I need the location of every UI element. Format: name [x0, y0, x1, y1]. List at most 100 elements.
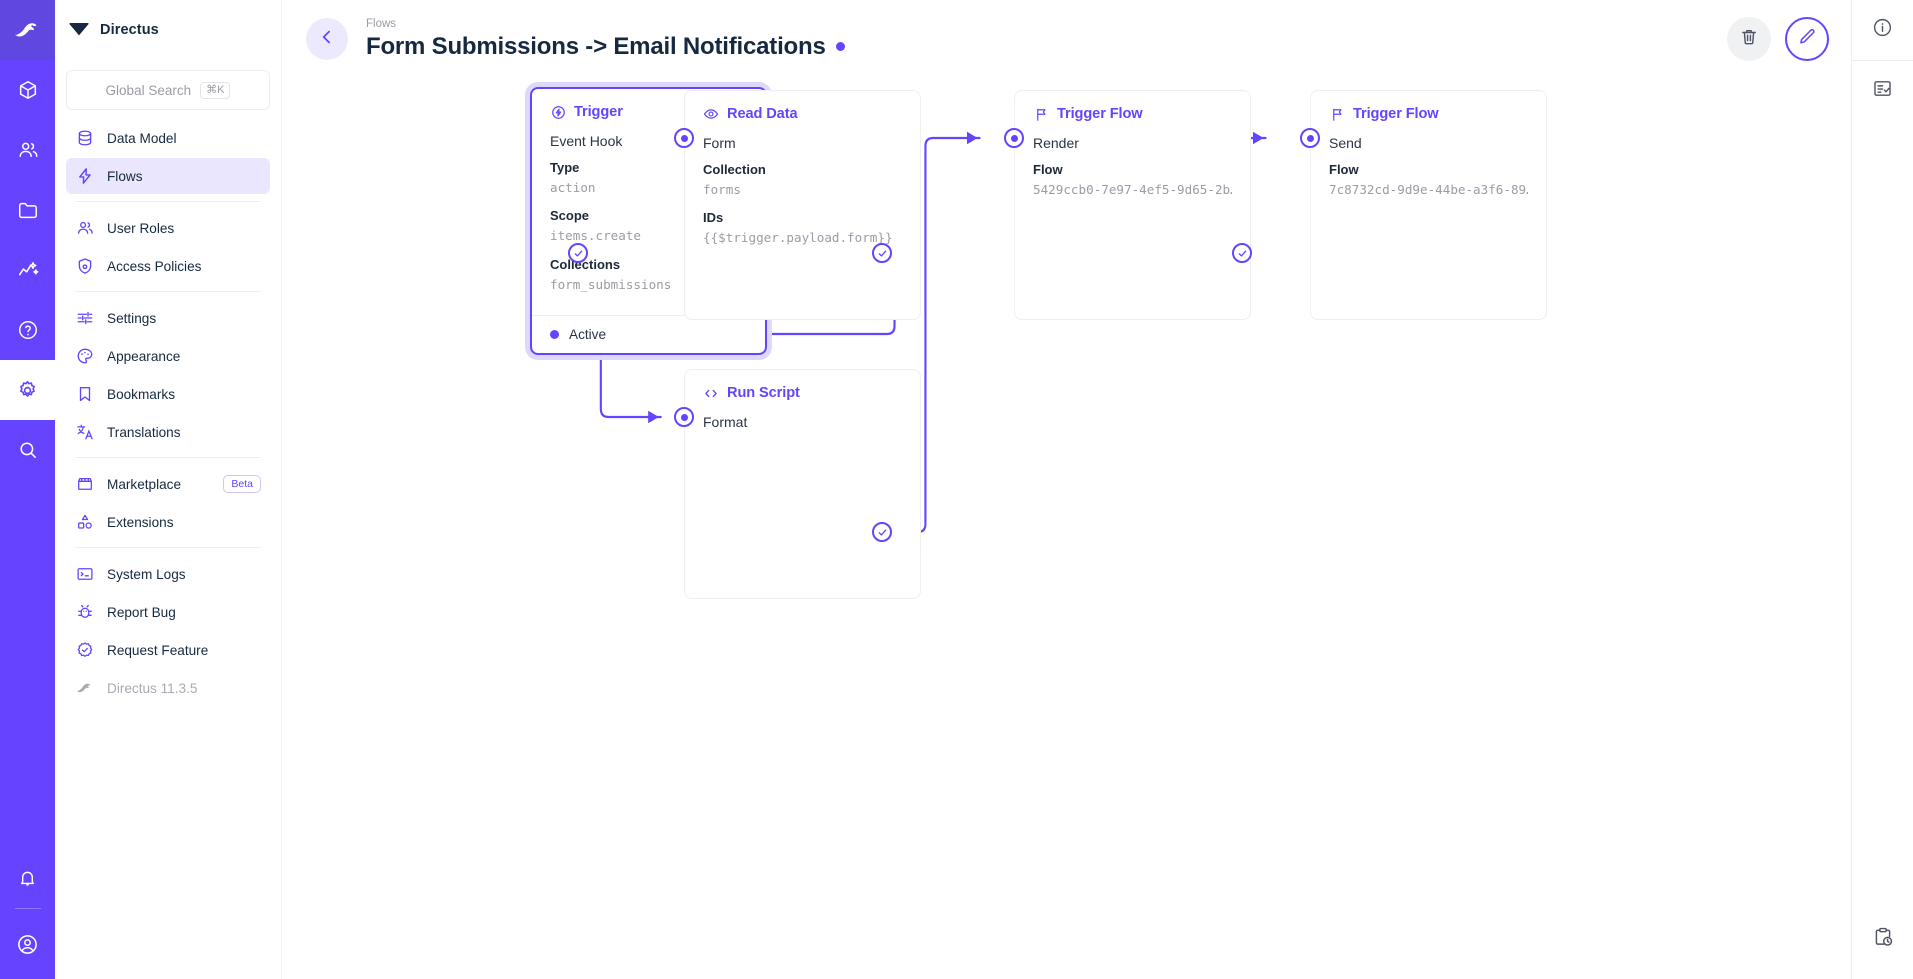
flow-node-read-data[interactable]: Read Data Form Collection forms IDs {{$t… — [684, 90, 921, 320]
sidebar-item-settings[interactable]: Settings — [66, 300, 270, 336]
node-body: Render Flow 5429ccb0-7e97-4ef5-9d65-2b… — [1015, 127, 1250, 210]
node-input-port-trigger-flow-send[interactable] — [1300, 128, 1320, 148]
flow-node-trigger-flow-send[interactable]: Trigger Flow Send Flow 7c8732cd-9d9e-44b… — [1310, 90, 1547, 320]
node-name: Event Hook — [550, 133, 623, 149]
sidebar-list: Data Model Flows User Roles Acc — [55, 116, 281, 708]
clipboard-clock-icon — [1872, 926, 1894, 953]
field-key: Type — [550, 160, 580, 175]
sidebar-divider — [75, 291, 261, 292]
sidebar-item-version: Directus 11.3.5 — [66, 670, 270, 706]
directus-rabbit-icon — [75, 679, 94, 698]
global-search-wrap: Global Search ⌘K — [55, 60, 281, 116]
sidebar-item-label: Access Policies — [107, 258, 202, 274]
flow-history-button[interactable] — [1852, 899, 1913, 979]
flow-node-trigger-flow-render[interactable]: Trigger Flow Render Flow 5429ccb0-7e97-4… — [1014, 90, 1251, 320]
content-cube-icon[interactable] — [0, 60, 55, 120]
storefront-icon — [75, 475, 94, 494]
sidebar-item-label: Data Model — [107, 130, 177, 146]
field-value: items.create — [550, 228, 641, 244]
node-header: Run Script — [685, 370, 920, 406]
node-input-port-read-data[interactable] — [674, 128, 694, 148]
info-circle-icon — [1872, 17, 1893, 43]
input-dot-icon — [1306, 134, 1314, 142]
sidebar-item-request-feature[interactable]: Request Feature — [66, 632, 270, 668]
shield-lock-icon — [75, 257, 94, 276]
sidebar-item-user-roles[interactable]: User Roles — [66, 210, 270, 246]
node-body: Send Flow 7c8732cd-9d9e-44be-a3f6-89… — [1311, 127, 1546, 210]
node-resolve-port-trigger-flow-render[interactable] — [1232, 243, 1252, 263]
bookmark-icon — [75, 385, 94, 404]
users-icon[interactable] — [0, 120, 55, 180]
right-rail-divider — [1852, 60, 1913, 61]
directus-diamond-icon — [69, 20, 89, 41]
field-key: Scope — [550, 208, 590, 224]
arrow-left-icon — [317, 27, 337, 52]
main-area: Flows Form Submissions -> Email Notifica… — [282, 0, 1851, 979]
node-name: Render — [1033, 135, 1079, 151]
search-shortcut: ⌘K — [200, 81, 231, 99]
settings-gear-icon[interactable] — [0, 360, 55, 420]
module-bar — [0, 0, 55, 979]
sidebar-item-label: Settings — [107, 310, 157, 326]
sidebar-item-flows[interactable]: Flows — [66, 158, 270, 194]
directus-logo-icon[interactable] — [0, 0, 55, 60]
check-icon — [877, 527, 888, 538]
search-icon[interactable] — [0, 420, 55, 480]
sidebar-item-marketplace[interactable]: Marketplace Beta — [66, 466, 270, 502]
node-resolve-port-trigger[interactable] — [568, 243, 588, 263]
node-type-label: Trigger Flow — [1353, 106, 1439, 122]
field-key: Flow — [1033, 162, 1063, 177]
page-title: Form Submissions -> Email Notifications — [366, 32, 826, 60]
check-icon — [877, 248, 888, 259]
node-input-port-trigger-flow-render[interactable] — [1004, 128, 1024, 148]
node-input-port-run-script[interactable] — [674, 407, 694, 427]
rail-divider — [14, 908, 41, 909]
search-input[interactable]: Global Search ⌘K — [66, 70, 270, 110]
field-key: Flow — [1329, 162, 1359, 177]
node-header: Trigger — [532, 89, 765, 125]
sidebar-item-label: Marketplace — [107, 476, 182, 492]
header-actions — [1727, 17, 1829, 61]
field-key: Collections — [550, 256, 621, 272]
sidebar-divider — [75, 457, 261, 458]
notifications-bell-icon[interactable] — [0, 848, 55, 908]
sidebar-item-bookmarks[interactable]: Bookmarks — [66, 376, 270, 412]
sidebar-item-label: Extensions — [107, 514, 174, 530]
delete-flow-button[interactable] — [1727, 17, 1771, 61]
back-button[interactable] — [306, 18, 348, 60]
help-question-icon[interactable] — [0, 300, 55, 360]
sidebar-item-report-bug[interactable]: Report Bug — [66, 594, 270, 630]
files-folder-icon[interactable] — [0, 180, 55, 240]
title-block: Flows Form Submissions -> Email Notifica… — [366, 17, 845, 61]
sliders-icon — [75, 309, 94, 328]
sidebar-item-data-model[interactable]: Data Model — [66, 120, 270, 156]
sidebar-item-label: User Roles — [107, 220, 175, 236]
palette-icon — [75, 347, 94, 366]
node-type-label: Trigger Flow — [1057, 106, 1143, 122]
node-resolve-port-read-data[interactable] — [872, 243, 892, 263]
node-type-label: Read Data — [727, 106, 798, 122]
user-account-icon[interactable] — [0, 909, 55, 979]
sidebar-item-system-logs[interactable]: System Logs — [66, 556, 270, 592]
list-check-icon — [1872, 78, 1893, 104]
edit-flow-button[interactable] — [1785, 17, 1829, 61]
flow-canvas[interactable]: Trigger Event Hook Type action Scope ite… — [282, 78, 1851, 979]
sidebar-item-access-policies[interactable]: Access Policies — [66, 248, 270, 284]
navigation-sidebar: Directus Global Search ⌘K Data Model Flo… — [55, 0, 282, 979]
sidebar-item-translations[interactable]: Translations — [66, 414, 270, 450]
sidebar-item-extensions[interactable]: Extensions — [66, 504, 270, 540]
sidebar-item-appearance[interactable]: Appearance — [66, 338, 270, 374]
check-icon — [1237, 248, 1248, 259]
active-status-dot — [550, 329, 559, 339]
flow-info-button[interactable] — [1852, 0, 1913, 60]
bug-icon — [75, 603, 94, 622]
search-placeholder: Global Search — [105, 82, 192, 98]
flow-logs-button[interactable] — [1852, 61, 1913, 121]
translate-icon — [75, 423, 94, 442]
right-sidebar — [1851, 0, 1913, 979]
node-resolve-port-run-script[interactable] — [872, 522, 892, 542]
insights-icon[interactable] — [0, 240, 55, 300]
flow-node-run-script[interactable]: Run Script Format — [684, 369, 921, 599]
field-value: 7c8732cd-9d9e-44be-a3f6-89… — [1329, 182, 1528, 198]
breadcrumb[interactable]: Flows — [366, 18, 397, 31]
